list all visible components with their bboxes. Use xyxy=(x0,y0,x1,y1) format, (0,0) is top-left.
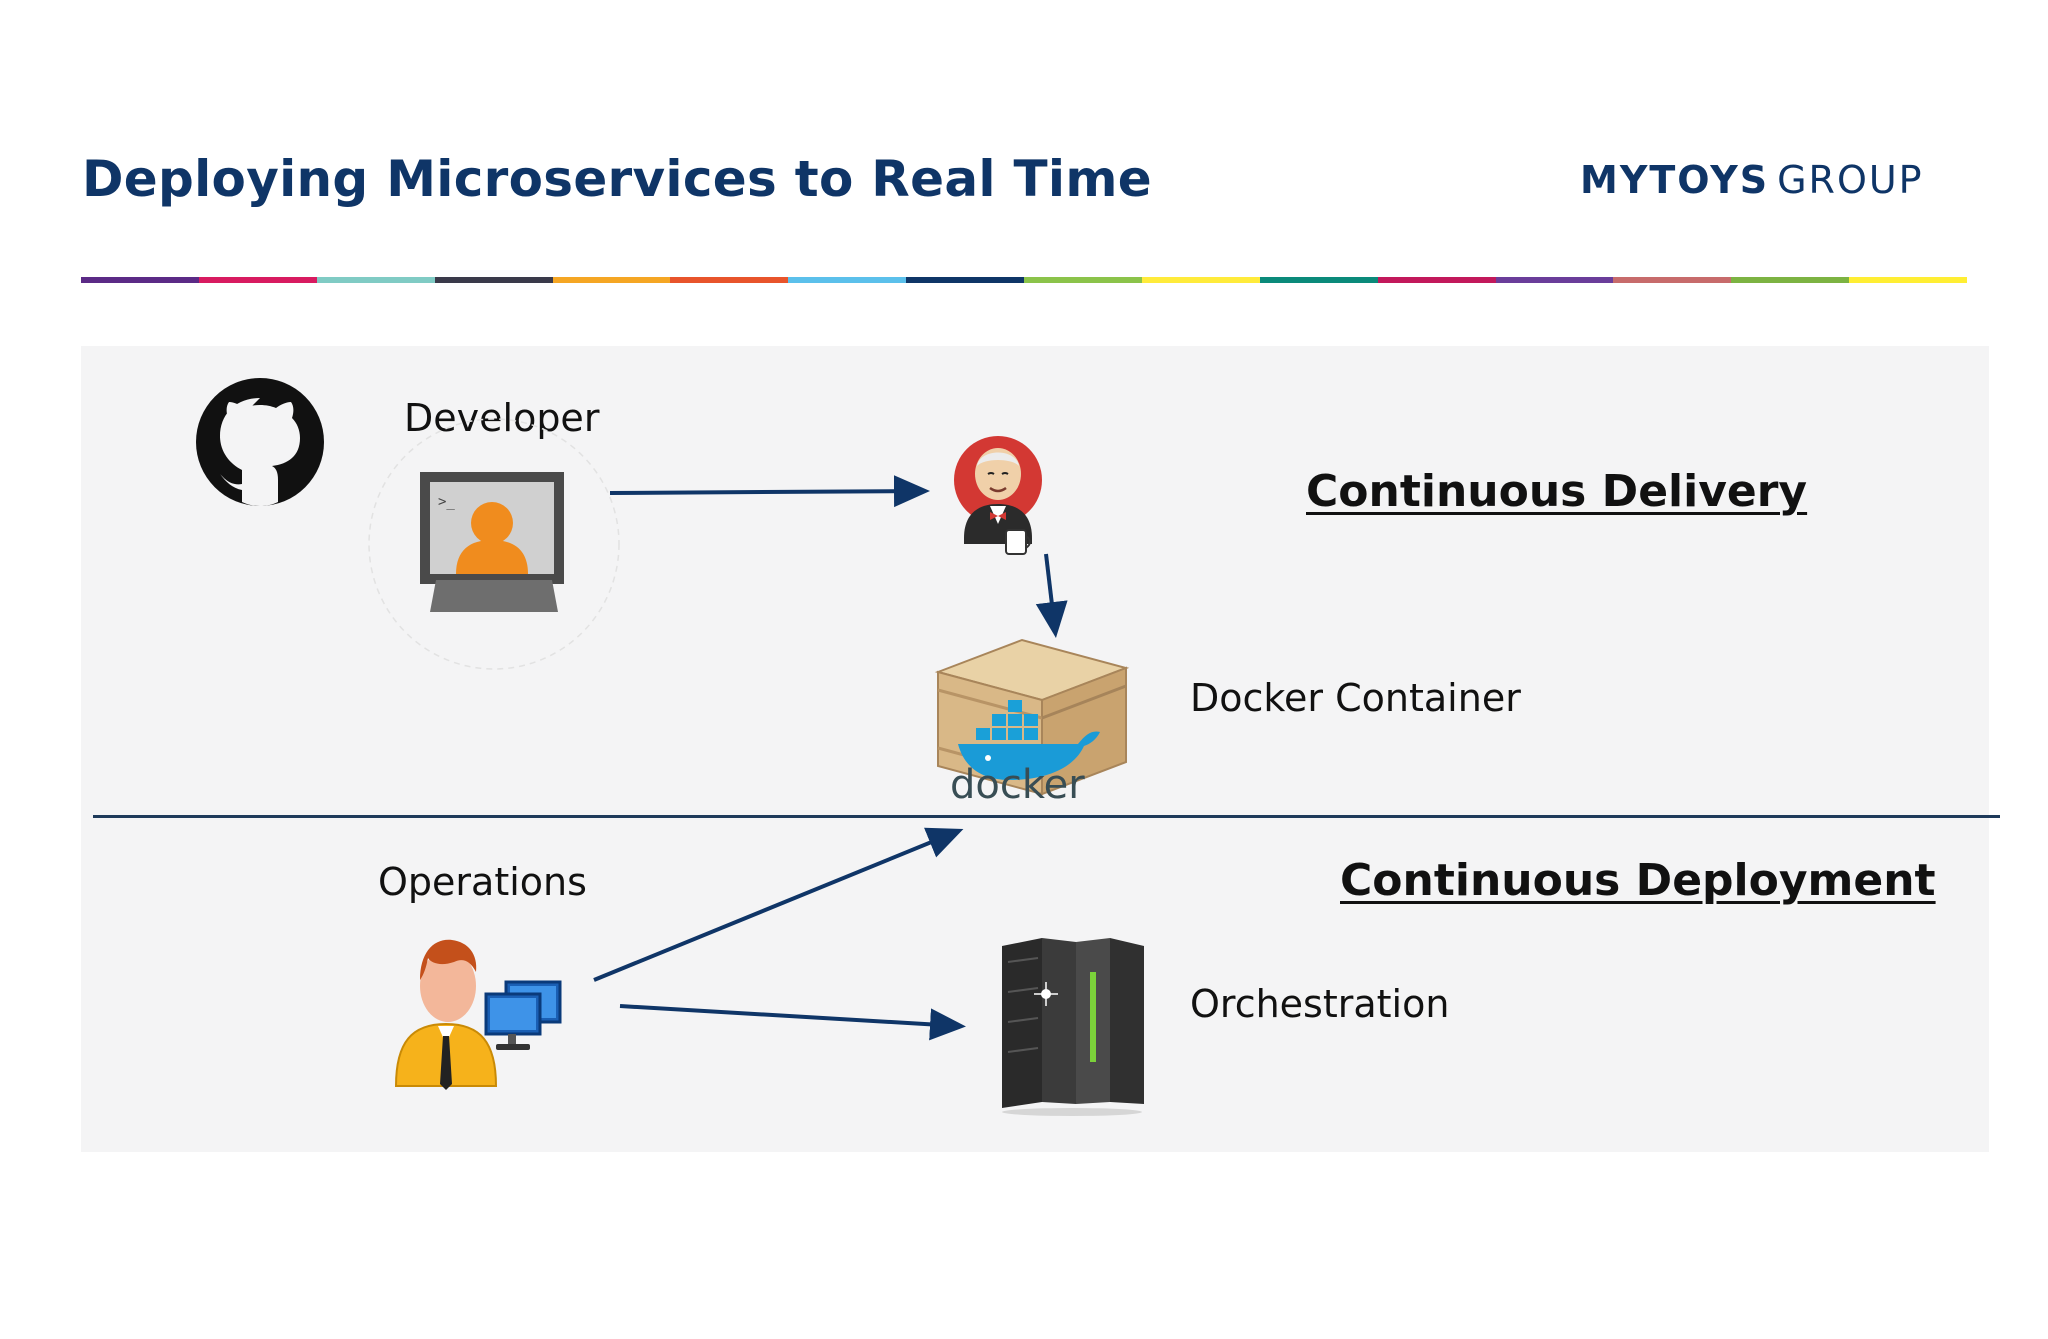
continuous-delivery-heading: Continuous Delivery xyxy=(1306,466,1808,517)
color-stripe-bar xyxy=(81,277,1967,283)
orchestration-label: Orchestration xyxy=(1190,982,1450,1026)
operations-person-icon xyxy=(394,939,562,1090)
color-stripe-segment xyxy=(316,277,435,283)
server-rack-icon xyxy=(1002,938,1144,1116)
operations-label: Operations xyxy=(378,860,587,904)
svg-text:>_: >_ xyxy=(438,494,455,510)
color-stripe-segment xyxy=(670,277,789,283)
color-stripe-segment xyxy=(788,277,907,283)
color-stripe-segment xyxy=(198,277,317,283)
color-stripe-segment xyxy=(81,277,199,283)
color-stripe-segment xyxy=(1613,277,1732,283)
github-icon xyxy=(196,378,324,506)
color-stripe-segment xyxy=(434,277,553,283)
color-stripe-segment xyxy=(552,277,671,283)
color-stripe-segment xyxy=(1377,277,1496,283)
color-stripe-segment xyxy=(1259,277,1378,283)
color-stripe-segment xyxy=(906,277,1024,283)
developer-computer-icon: >_ xyxy=(368,418,620,670)
docker-logo-text: docker xyxy=(950,762,1085,808)
section-divider xyxy=(93,815,2000,818)
docker-container-label: Docker Container xyxy=(1190,676,1521,720)
color-stripe-segment xyxy=(1024,277,1142,283)
docker-crate-icon: docker xyxy=(934,638,1130,808)
logo-light-text: GROUP xyxy=(1777,158,1924,202)
color-stripe-segment xyxy=(1141,277,1260,283)
color-stripe-segment xyxy=(1849,277,1967,283)
continuous-deployment-heading: Continuous Deployment xyxy=(1340,855,1936,906)
jenkins-icon xyxy=(954,436,1042,555)
slide-title: Deploying Microservices to Real Time xyxy=(82,150,1152,208)
logo-bold-text: MYTOYS xyxy=(1580,158,1770,202)
color-stripe-segment xyxy=(1731,277,1850,283)
color-stripe-segment xyxy=(1495,277,1614,283)
